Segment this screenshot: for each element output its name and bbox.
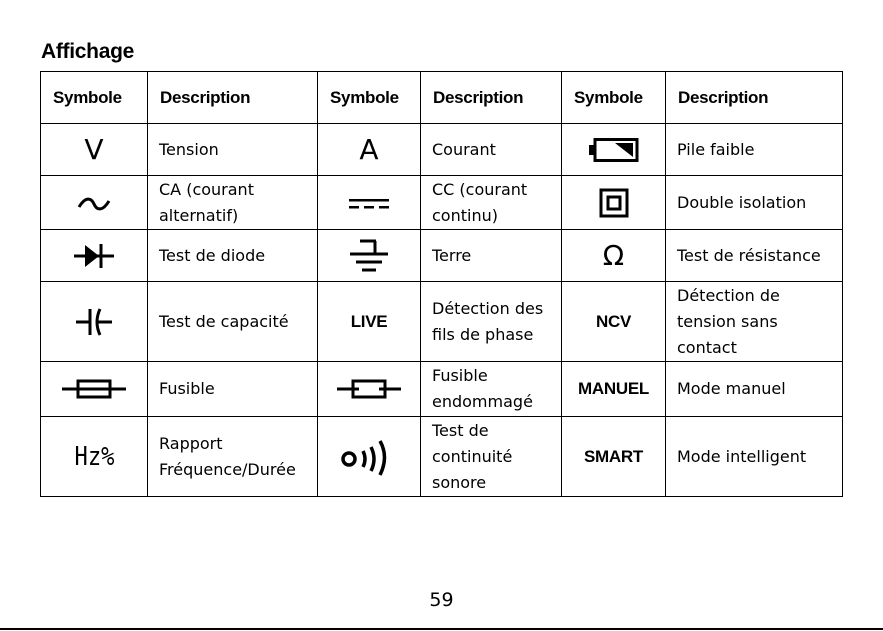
live-symbol: LIVE [350, 311, 388, 331]
table-row: Test de capacité LIVE Détection des fils… [40, 281, 843, 362]
table-row: Hz% Rapport Fréquence/Durée Test de cont… [40, 416, 843, 497]
description-cell: Pile faible [665, 123, 843, 176]
description-cell: Détection de tension sans contact [665, 281, 843, 362]
description-cell: Test de résistance [665, 229, 843, 282]
diode-icon [74, 243, 114, 268]
description-cell: Rapport Fréquence/Durée [147, 416, 318, 497]
low-battery-icon [588, 137, 638, 162]
continuity-icon [341, 439, 387, 476]
header-description-2: Description [420, 71, 562, 124]
description-cell: CA (courant alternatif) [147, 175, 318, 230]
description-cell: Fusible endommagé [420, 361, 562, 417]
table-row: Fusible Fusible endommagé MANUEL Mode ma… [40, 361, 843, 417]
voltage-symbol: V [84, 133, 104, 166]
manual-symbol: MANUEL [578, 379, 649, 398]
table-header-row: Symbole Description Symbole Description … [40, 71, 843, 124]
current-symbol: A [359, 133, 379, 166]
header-description-1: Description [147, 71, 318, 124]
smart-symbol: SMART [584, 446, 643, 466]
table-row: V Tension A Courant Pile faible [40, 123, 843, 176]
bottom-rule [0, 628, 883, 630]
header-symbol-3: Symbole [561, 71, 666, 124]
blown-fuse-icon [337, 379, 401, 399]
description-cell: Tension [147, 123, 318, 176]
page-number: 59 [429, 589, 454, 611]
ac-wave-icon [77, 197, 111, 210]
description-cell: Mode intelligent [665, 416, 843, 497]
display-symbols-table: Symbole Description Symbole Description … [40, 71, 843, 497]
capacitor-icon [76, 307, 112, 336]
header-symbol-2: Symbole [317, 71, 421, 124]
description-cell: Détection des fils de phase [420, 281, 562, 362]
fuse-icon [62, 379, 126, 399]
description-cell: Fusible [147, 361, 318, 417]
table-row: CA (courant alternatif) CC (courant cont… [40, 175, 843, 230]
description-cell: Test de diode [147, 229, 318, 282]
description-cell: Double isolation [665, 175, 843, 230]
frequency-duty-symbol: Hz% [74, 441, 114, 472]
description-cell: Mode manuel [665, 361, 843, 417]
ohm-symbol: Ω [602, 239, 625, 272]
description-cell: Courant [420, 123, 562, 176]
header-symbol-1: Symbole [40, 71, 148, 124]
table-row: Test de diode Terre Ω Test de résistance [40, 229, 843, 282]
description-cell: Test de continuité sonore [420, 416, 562, 497]
description-cell: CC (courant continu) [420, 175, 562, 230]
header-description-3: Description [665, 71, 843, 124]
dc-symbol-icon [349, 198, 389, 208]
ground-icon [350, 239, 388, 271]
description-cell: Test de capacité [147, 281, 318, 362]
ncv-symbol: NCV [596, 311, 631, 331]
section-title: Affichage [41, 40, 134, 63]
description-cell: Terre [420, 229, 562, 282]
double-insulation-icon [599, 188, 628, 217]
